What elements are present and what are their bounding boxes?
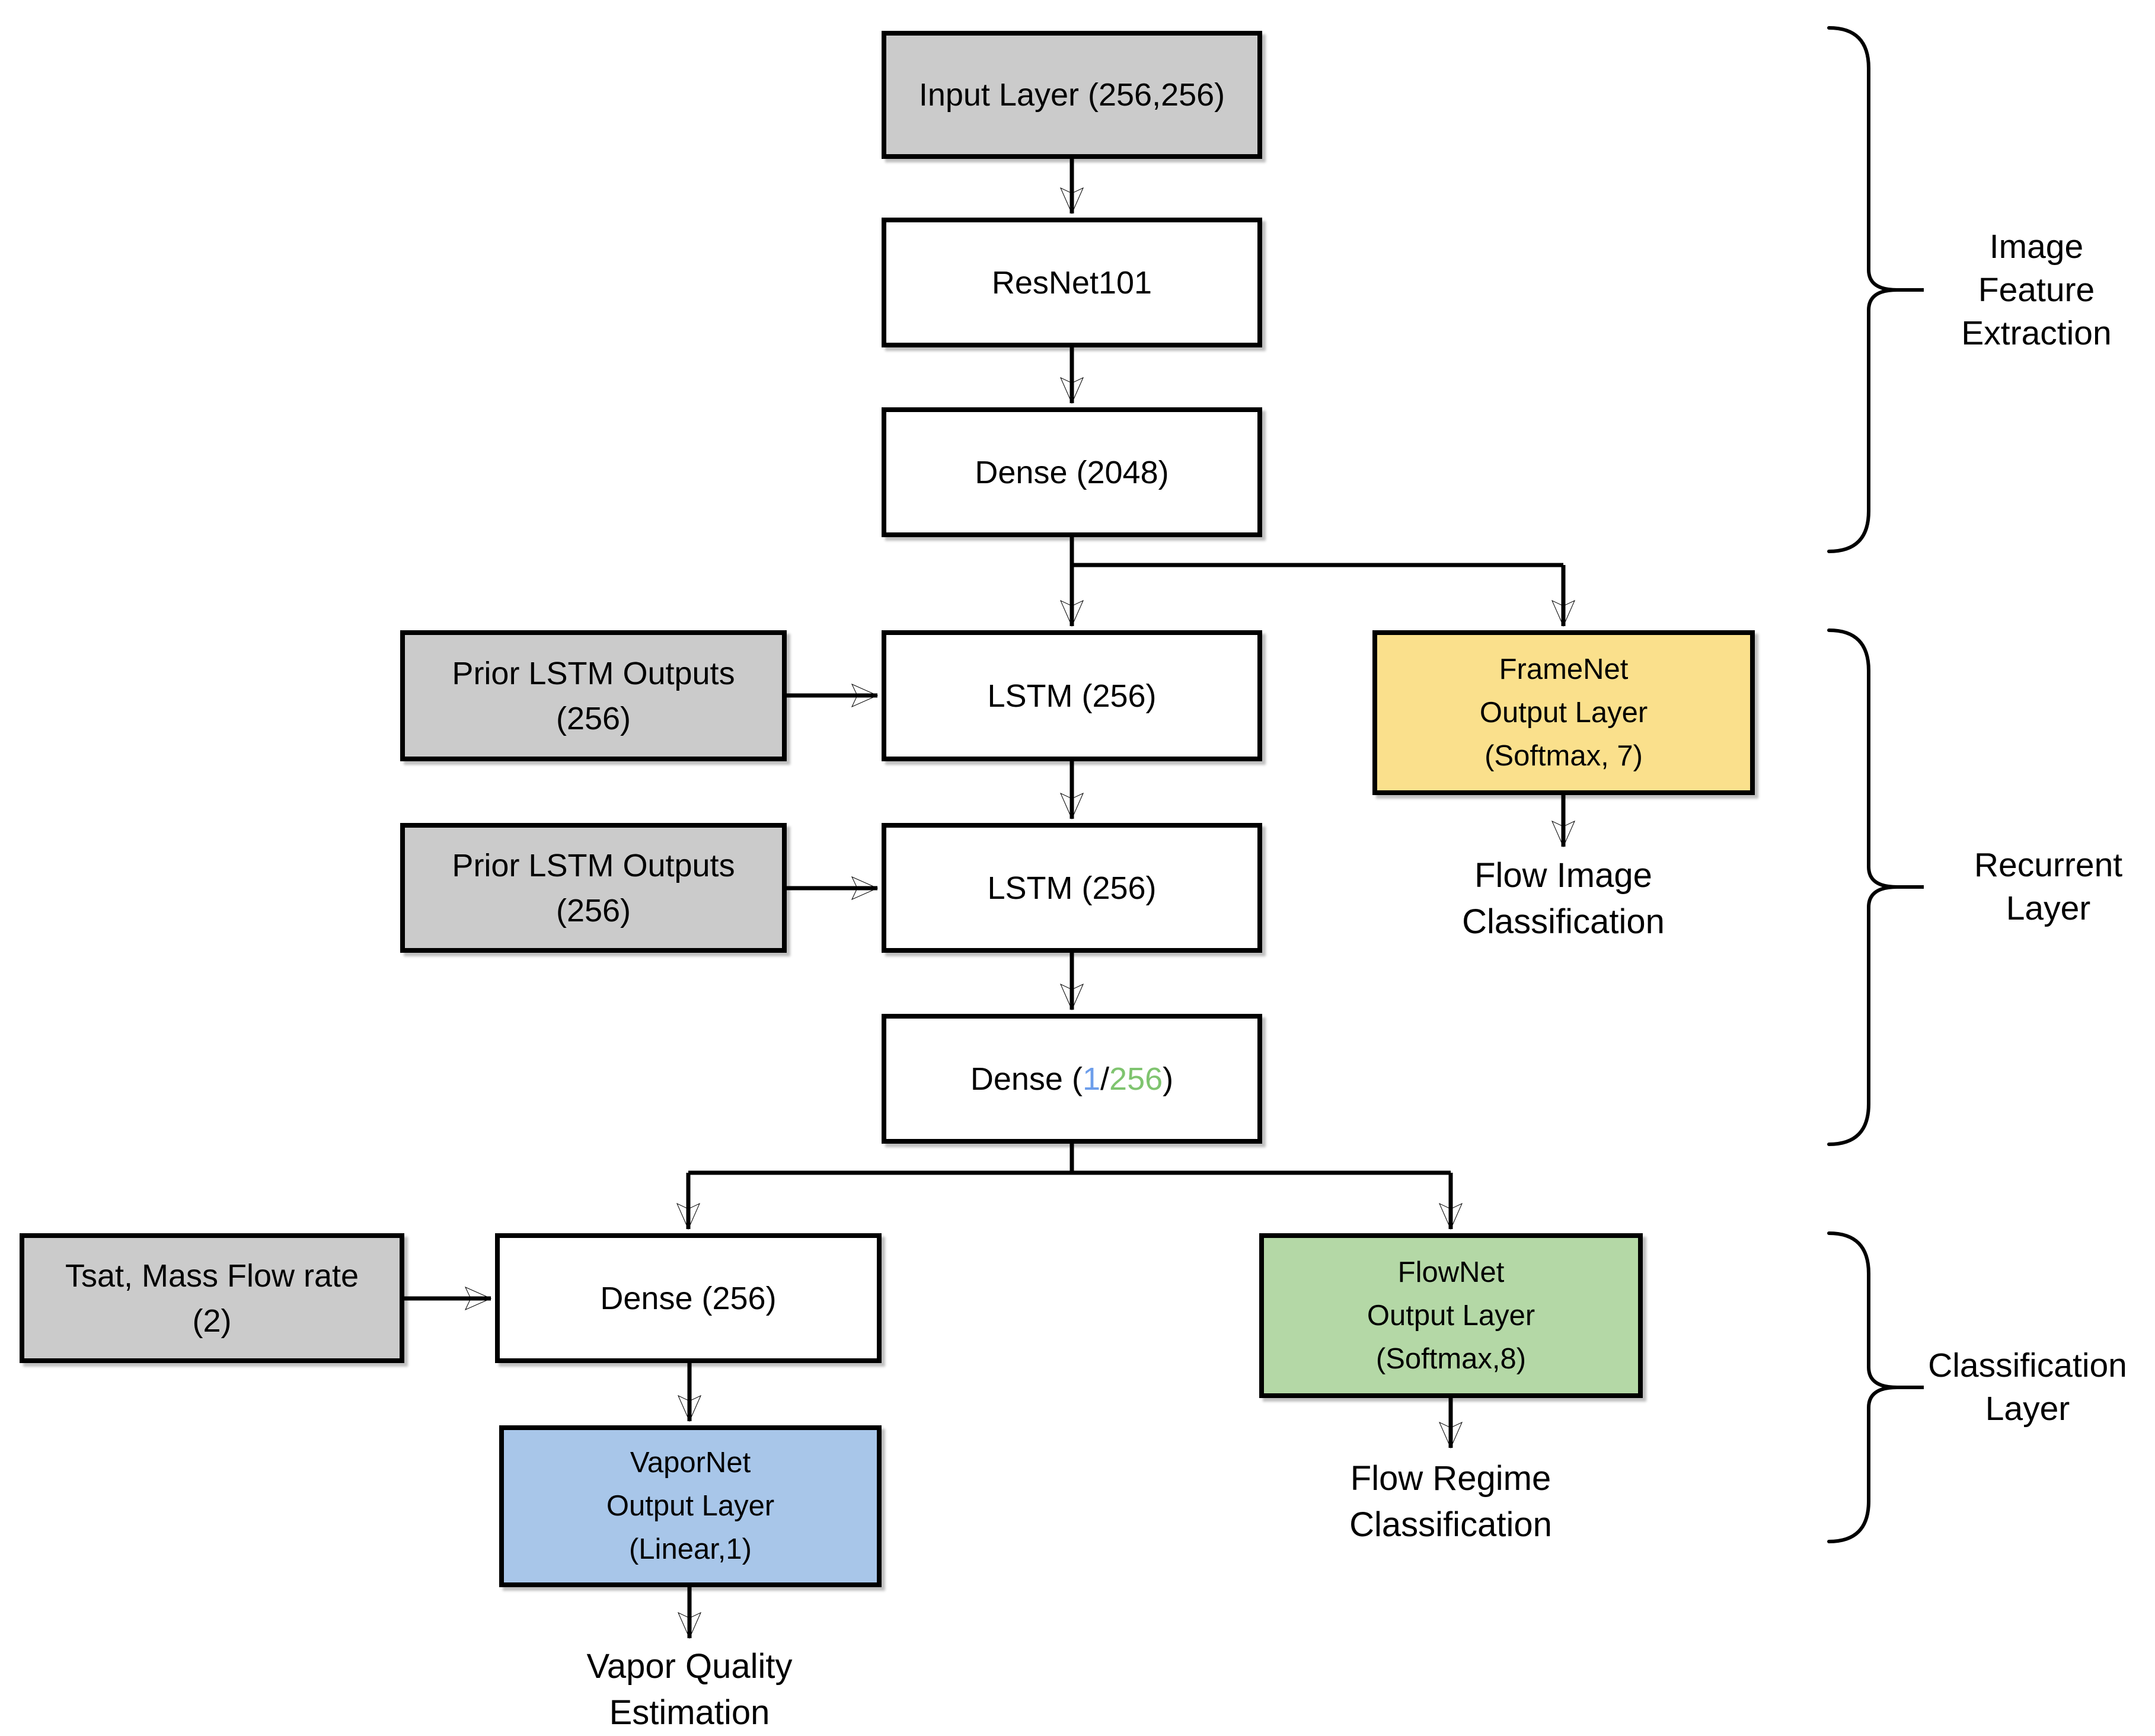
tsat-line2: (2) — [192, 1303, 232, 1339]
flow-regime-caption-line1: Flow Regime — [1350, 1459, 1551, 1498]
framenet-line2: Output Layer — [1479, 696, 1648, 729]
box-dense-1-256: Dense (1/256) — [882, 1014, 1262, 1144]
box-vapornet-output-layer: VaporNet Output Layer (Linear,1) — [499, 1425, 882, 1587]
label-image-feature-extraction: Image Feature Extraction — [1918, 225, 2155, 355]
flownet-line3: (Softmax,8) — [1375, 1342, 1527, 1375]
box-lstm-2: LSTM (256) — [882, 823, 1262, 953]
box-resnet101: ResNet101 — [882, 218, 1262, 347]
dense-1-256-prefix: Dense ( — [970, 1061, 1083, 1097]
brace-recurrent-layer — [1827, 628, 1924, 1146]
dense-1-256-suffix: ) — [1163, 1061, 1174, 1097]
caption-flow-regime-classification: Flow Regime Classification — [1258, 1456, 1643, 1548]
prior-lstm-2-line2: (256) — [555, 892, 631, 928]
vapornet-line2: Output Layer — [606, 1490, 775, 1522]
box-flownet-output-layer: FlowNet Output Layer (Softmax,8) — [1259, 1233, 1643, 1398]
box-dense-2048-label: Dense (2048) — [975, 454, 1169, 490]
caption-flow-image-classification: Flow Image Classification — [1371, 853, 1756, 945]
box-prior-lstm-outputs-2: Prior LSTM Outputs (256) — [400, 823, 787, 953]
prior-lstm-1-line2: (256) — [555, 700, 631, 736]
box-lstm-1-label: LSTM (256) — [987, 678, 1157, 714]
flow-image-caption-line2: Classification — [1462, 902, 1665, 941]
prior-lstm-1-line1: Prior LSTM Outputs — [452, 655, 735, 691]
box-dense-256-label: Dense (256) — [600, 1280, 777, 1316]
vapornet-line1: VaporNet — [630, 1447, 751, 1479]
prior-lstm-2-line1: Prior LSTM Outputs — [452, 847, 735, 883]
recurrent-label-line1: Recurrent — [1974, 846, 2123, 884]
classification-label-line2: Layer — [1985, 1390, 2070, 1428]
box-prior-lstm-outputs-1: Prior LSTM Outputs (256) — [400, 630, 787, 761]
flow-image-caption-line1: Flow Image — [1474, 856, 1652, 895]
dense-1-256-value-1: 1 — [1082, 1061, 1101, 1097]
dense-1-256-value-256: 256 — [1109, 1061, 1163, 1097]
brace-image-feature-extraction — [1827, 26, 1924, 553]
tsat-line1: Tsat, Mass Flow rate — [65, 1258, 359, 1294]
ife-label-line1: Image — [1989, 228, 2084, 266]
vapor-quality-caption-line2: Estimation — [609, 1693, 770, 1732]
vapor-quality-caption-line1: Vapor Quality — [586, 1647, 793, 1686]
box-framenet-output-layer: FrameNet Output Layer (Softmax, 7) — [1372, 630, 1755, 795]
box-resnet101-label: ResNet101 — [991, 264, 1152, 301]
brace-classification-layer — [1827, 1231, 1924, 1543]
box-tsat-mass-flow-rate: Tsat, Mass Flow rate (2) — [20, 1233, 404, 1363]
box-lstm-1: LSTM (256) — [882, 630, 1262, 761]
caption-vapor-quality-estimation: Vapor Quality Estimation — [497, 1644, 882, 1736]
recurrent-label-line2: Layer — [2006, 889, 2091, 927]
ife-label-line2: Feature — [1978, 271, 2095, 309]
box-input-layer: Input Layer (256,256) — [882, 31, 1262, 159]
box-dense-1-256-label: Dense (1/256) — [970, 1057, 1173, 1102]
framenet-line1: FrameNet — [1499, 653, 1629, 685]
flownet-line1: FlowNet — [1397, 1256, 1505, 1288]
ife-label-line3: Extraction — [1961, 314, 2112, 352]
dense-1-256-slash: / — [1100, 1061, 1110, 1097]
box-dense-256: Dense (256) — [495, 1233, 882, 1363]
framenet-line3: (Softmax, 7) — [1484, 739, 1643, 772]
box-dense-2048: Dense (2048) — [882, 407, 1262, 537]
vapornet-line3: (Linear,1) — [628, 1533, 752, 1565]
flownet-line2: Output Layer — [1367, 1299, 1535, 1332]
box-lstm-2-label: LSTM (256) — [987, 870, 1157, 906]
classification-label-line1: Classification — [1928, 1346, 2127, 1384]
label-classification-layer: Classification Layer — [1897, 1344, 2155, 1431]
box-input-layer-label: Input Layer (256,256) — [918, 77, 1225, 113]
flow-regime-caption-line2: Classification — [1349, 1505, 1552, 1544]
label-recurrent-layer: Recurrent Layer — [1930, 844, 2155, 930]
